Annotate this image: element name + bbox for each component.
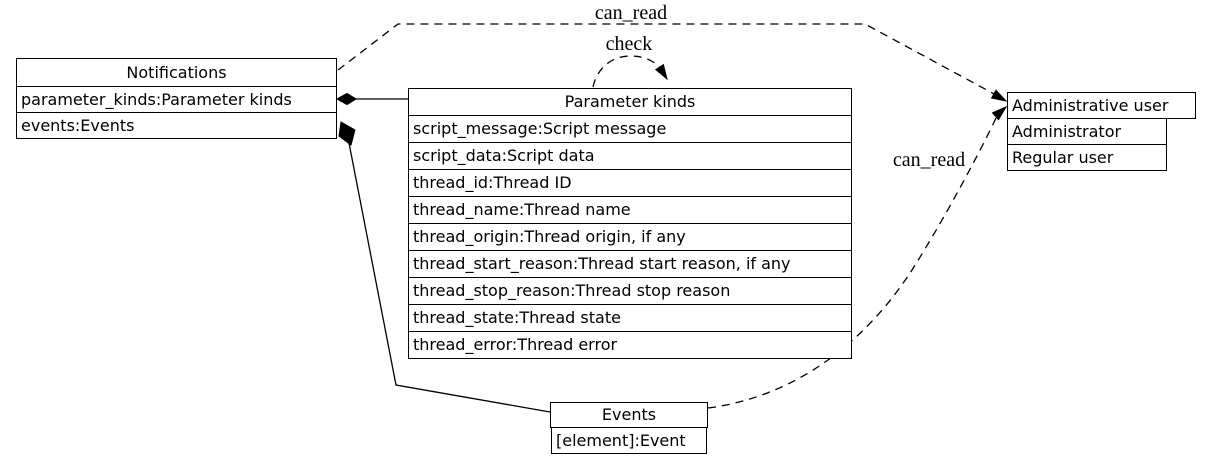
node-row: [element]:Event [551, 427, 707, 454]
edge-can-read-bottom [707, 115, 998, 409]
node-parameter-kinds: Parameter kinds script_message:Script me… [408, 88, 852, 359]
edge-check-loop [592, 55, 663, 88]
node-events: Events [element]:Event [550, 402, 708, 454]
edge-composition-events [348, 142, 551, 413]
node-row: script_message:Script message [408, 115, 852, 143]
node-title: Administrative user [1007, 92, 1196, 119]
diamond-events-icon [338, 121, 356, 146]
node-row: thread_error:Thread error [408, 331, 852, 359]
node-rows: [element]:Event [551, 427, 708, 454]
edge-label-check: check [605, 33, 653, 55]
node-row: script_data:Script data [408, 142, 852, 170]
node-row: thread_name:Thread name [408, 196, 852, 224]
node-row: Administrator [1007, 118, 1167, 145]
edge-label-can-read-bottom: can_read [892, 149, 966, 171]
arrowhead-can-read-top-icon [990, 89, 1008, 102]
edge-label-can-read-top: can_read [594, 2, 668, 24]
diamond-parameter-kinds-icon [335, 92, 357, 106]
edge-can-read-top [337, 23, 997, 96]
node-row: events:Events [16, 112, 337, 139]
node-row: thread_stop_reason:Thread stop reason [408, 277, 852, 305]
arrowhead-check-icon [654, 63, 668, 81]
node-notifications: Notifications parameter_kinds:Parameter … [16, 58, 337, 139]
node-row: thread_id:Thread ID [408, 169, 852, 197]
node-row: thread_start_reason:Thread start reason,… [408, 250, 852, 278]
node-row: parameter_kinds:Parameter kinds [16, 86, 337, 113]
arrowhead-can-read-bottom-icon [991, 105, 1008, 121]
node-title: Notifications [16, 58, 337, 87]
node-row: thread_origin:Thread origin, if any [408, 223, 852, 251]
node-row: thread_state:Thread state [408, 304, 852, 332]
node-title: Parameter kinds [408, 88, 852, 116]
node-row: Regular user [1007, 144, 1167, 171]
node-title: Events [550, 402, 708, 428]
